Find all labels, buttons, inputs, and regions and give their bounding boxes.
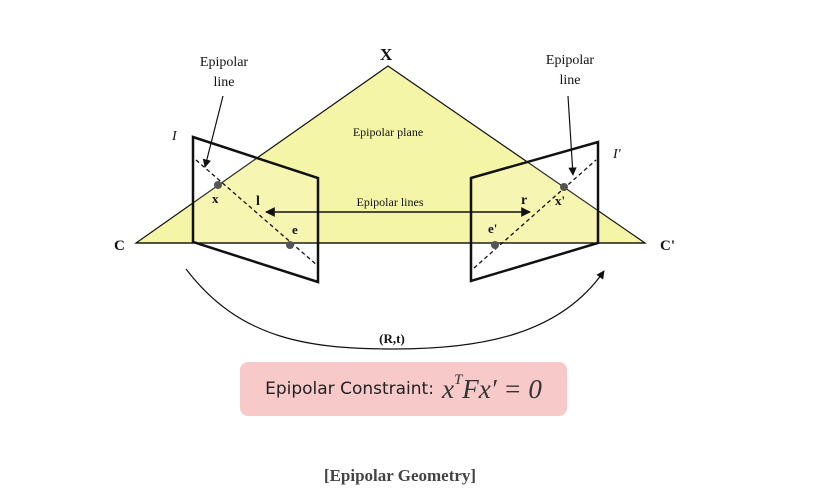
point-x — [214, 181, 222, 189]
constraint-label: Epipolar Constraint: — [265, 379, 434, 399]
label-r: r — [521, 193, 527, 208]
constraint-rhs: Fx′ = 0 — [462, 373, 542, 404]
label-l: l — [256, 194, 260, 209]
constraint-equation: xTFx′ = 0 — [441, 371, 542, 405]
epipolar-line-left-dashed — [195, 159, 319, 267]
label-epipolar-line-right-2: line — [560, 73, 581, 88]
figure-caption: [Epipolar Geometry] — [323, 466, 477, 485]
constraint-superscript: T — [453, 371, 463, 388]
label-epipolar-line-left-2: line — [214, 75, 235, 90]
pointer-arrow-right — [567, 95, 577, 176]
label-epipolar-line-left-1: Epipolar — [200, 55, 249, 70]
label-epipolar-lines: Epipolar lines — [357, 195, 424, 209]
label-epipolar-line-right-1: Epipolar — [546, 53, 595, 68]
label-X: X — [380, 45, 393, 64]
motion-arc — [185, 268, 605, 350]
label-x-prime: x' — [555, 193, 565, 208]
point-e — [286, 241, 294, 249]
pointer-arrow-left — [202, 95, 224, 168]
label-C: C — [114, 238, 125, 254]
label-C-prime: C' — [660, 238, 675, 254]
label-x: x — [212, 191, 219, 206]
epipolar-line-right-dashed — [473, 159, 597, 269]
epipolar-constraint-box: Epipolar Constraint: xTFx′ = 0 — [240, 362, 567, 416]
constraint-lhs: x — [441, 373, 454, 404]
label-motion: (R,t) — [379, 331, 405, 346]
label-I: I — [171, 129, 178, 144]
label-e-prime: e' — [488, 221, 497, 236]
point-x-prime — [560, 183, 568, 191]
label-I-prime: I' — [612, 147, 622, 162]
point-e-prime — [491, 241, 499, 249]
label-e: e — [292, 222, 298, 237]
label-epipolar-plane: Epipolar plane — [353, 125, 423, 139]
